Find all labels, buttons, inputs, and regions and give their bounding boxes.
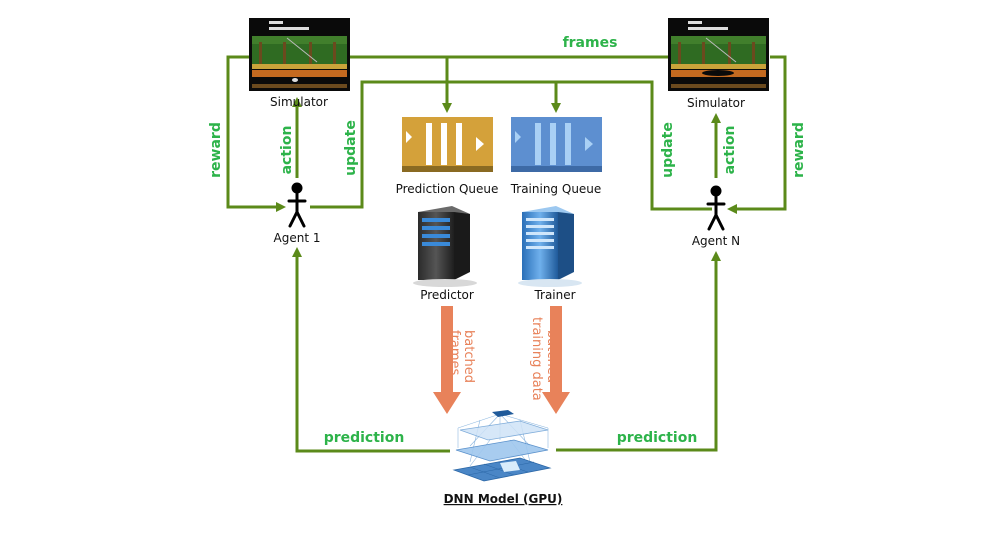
agent-right-label: Agent N [692,234,740,248]
dnn-model-label: DNN Model (GPU) [444,492,563,506]
batched-frames-arrow [433,306,461,414]
trainer-label: Trainer [533,288,575,302]
batched-training-label-line2: training data [529,317,544,401]
game-screen-icon [668,18,769,91]
reward-label-right: reward [791,122,807,178]
batched-training-arrow [542,306,570,414]
reward-link-right [727,55,787,214]
simulator-right: Simulator [668,18,769,110]
frames-label: frames [563,35,618,51]
server-icon [518,206,582,287]
update-label-right: update [660,122,676,178]
update-label-left: update [343,120,359,176]
batched-training-label-line1: batched [544,330,559,383]
connection-lines [226,55,787,453]
prediction-label-right: prediction [617,430,698,446]
simulator-left: Simulator [249,18,350,109]
action-label-left: action [279,126,295,175]
simulator-right-label: Simulator [687,96,745,110]
batched-frames-label-line2: frames [447,330,462,376]
predictor-label: Predictor [420,288,474,302]
server-icon [413,206,477,287]
queue-icon [511,117,602,172]
training-queue-label: Training Queue [510,182,602,196]
agent-right: Agent N [692,185,740,248]
prediction-queue-label: Prediction Queue [396,182,499,196]
simulator-left-label: Simulator [270,95,328,109]
agent-left-label: Agent 1 [274,231,321,245]
prediction-link-left [292,247,450,453]
neural-network-icon [452,410,552,482]
game-screen-icon [249,18,350,91]
stick-figure-icon [706,185,726,231]
stick-figure-icon [287,182,307,228]
batched-frames-label-line1: batched [461,330,476,383]
predictor: Predictor [413,206,477,302]
prediction-queue: Prediction Queue [396,117,499,196]
reward-link-left [226,55,286,212]
queue-icon [402,117,493,172]
trainer: Trainer [518,206,582,302]
dnn-model: DNN Model (GPU) [444,410,563,506]
prediction-link-right [556,251,721,452]
action-label-right: action [722,126,738,175]
agent-left: Agent 1 [274,182,321,245]
reward-label-left: reward [208,122,224,178]
training-queue: Training Queue [510,117,602,196]
prediction-label-left: prediction [324,430,405,446]
update-link-left [310,80,712,211]
